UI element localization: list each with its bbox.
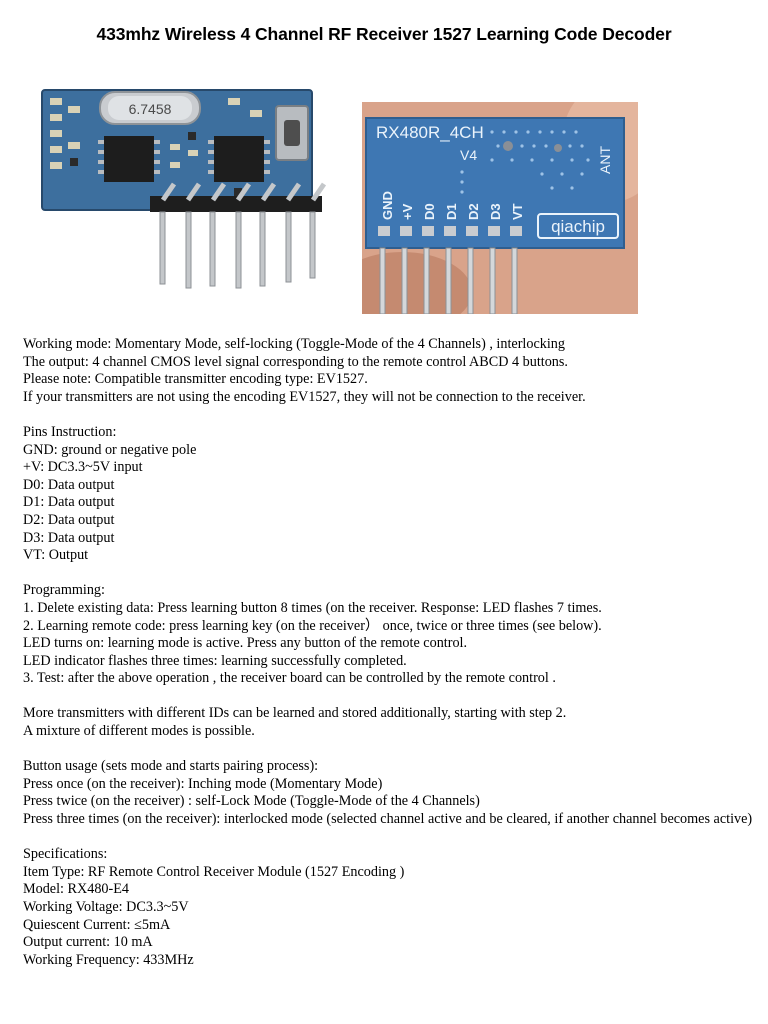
programming-item: 1. Delete existing data: Press learning …	[23, 599, 602, 616]
spec-item: Item Type: RF Remote Control Receiver Mo…	[23, 863, 405, 880]
crystal-marking: 6.7458	[129, 101, 172, 117]
pin-item: VT: Output	[23, 547, 89, 564]
pin-label-vt: VT	[510, 203, 525, 220]
more-line: A mixture of different modes is possible…	[23, 723, 255, 740]
pin-label-d1: D1	[444, 203, 459, 220]
button-usage-item: Press three times (on the receiver): int…	[23, 811, 753, 828]
programming-item: 3. Test: after the above operation , the…	[23, 670, 556, 687]
pin-label-d0: D0	[422, 203, 437, 220]
document-body: Working mode: Momentary Mode, self-locki…	[23, 336, 753, 969]
version-label: V4	[460, 147, 477, 163]
specs-heading: Specifications:	[23, 846, 108, 863]
spec-item: Model: RX480-E4	[23, 881, 130, 898]
brand-logo: qiachip	[551, 217, 605, 236]
pin-item: +V: DC3.3~5V input	[23, 459, 143, 476]
programming-heading: Programming:	[23, 582, 105, 599]
spec-item: Working Frequency: 433MHz	[23, 951, 194, 968]
receiver-module-in-hand-photo: RX480R_4CH V4 ANT GND +V D0 D1 D2 D3 VT …	[362, 102, 638, 314]
button-usage-item: Press once (on the receiver): Inching mo…	[23, 775, 383, 792]
spec-item: Quiescent Current: ≤5mA	[23, 916, 171, 933]
button-usage-item: Press twice (on the receiver) : self-Loc…	[23, 793, 480, 810]
pin-item: GND: ground or negative pole	[23, 441, 197, 458]
pin-item: D2: Data output	[23, 511, 115, 528]
intro-line: If your transmitters are not using the e…	[23, 388, 586, 405]
pin-label-d2: D2	[466, 203, 481, 220]
pin-label-gnd: GND	[380, 191, 395, 220]
intro-line: Working mode: Momentary Mode, self-locki…	[23, 336, 565, 352]
receiver-module-photo: 6.7458	[41, 89, 327, 289]
pin-item: D1: Data output	[23, 494, 115, 511]
document-title: 433mhz Wireless 4 Channel RF Receiver 15…	[96, 24, 672, 44]
programming-item: LED turns on: learning mode is active. P…	[23, 635, 468, 652]
intro-line: The output: 4 channel CMOS level signal …	[23, 353, 568, 370]
intro-line: Please note: Compatible transmitter enco…	[23, 371, 368, 388]
board-label: RX480R_4CH	[376, 123, 484, 142]
ant-label: ANT	[597, 146, 613, 174]
programming-item: 2. Learning remote code: press learning …	[23, 617, 602, 634]
button-usage-heading: Button usage (sets mode and starts pairi…	[23, 758, 319, 775]
programming-item: LED indicator flashes three times: learn…	[23, 652, 407, 669]
more-line: More transmitters with different IDs can…	[23, 705, 567, 722]
spec-item: Output current: 10 mA	[23, 934, 153, 951]
spec-item: Working Voltage: DC3.3~5V	[23, 899, 189, 915]
pin-label-d3: D3	[488, 203, 503, 220]
pin-item: D0: Data output	[23, 476, 115, 493]
pins-heading: Pins Instruction:	[23, 423, 117, 440]
pin-label-v: +V	[400, 203, 415, 220]
pin-item: D3: Data output	[23, 529, 115, 546]
